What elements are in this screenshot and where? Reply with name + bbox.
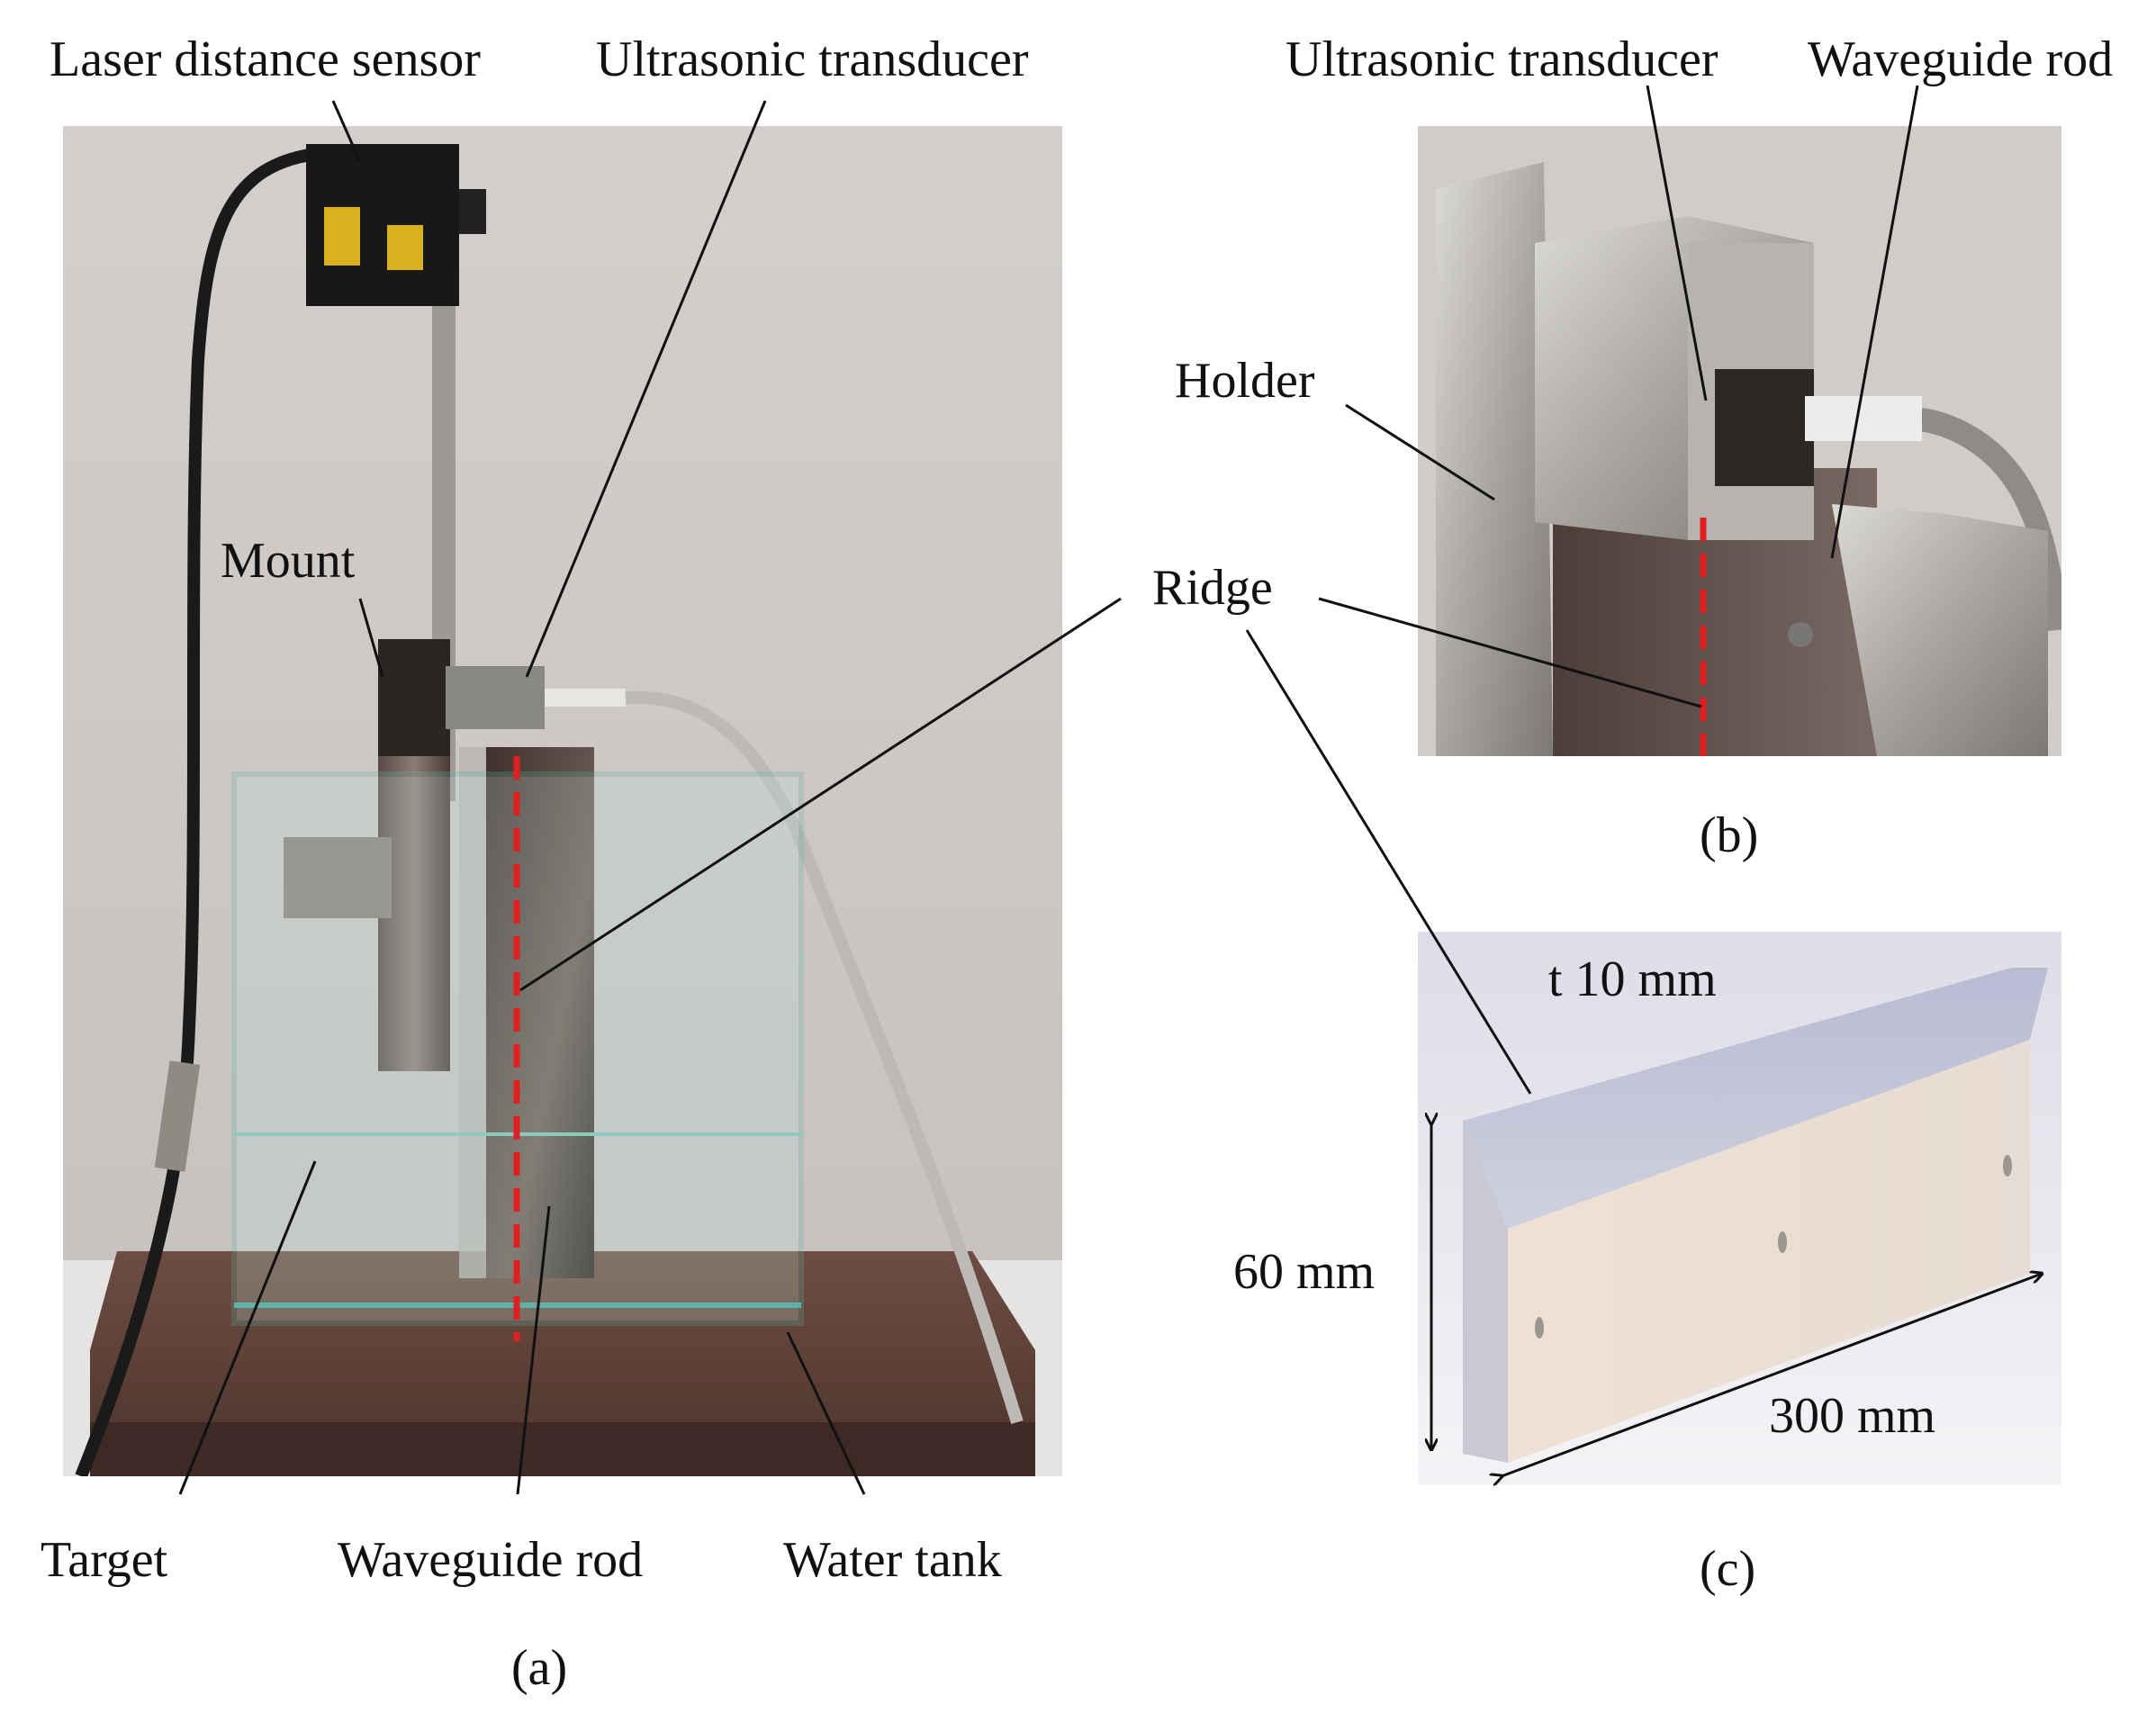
leader-laser-sensor (331, 100, 362, 163)
leader-ridge-b (1318, 597, 1702, 708)
leader-mount (358, 598, 384, 678)
label-target: Target (41, 1532, 168, 1588)
panel-label-a: (a) (511, 1640, 568, 1696)
label-waveguide-rod-b: Waveguide rod (1808, 32, 2114, 87)
leader-ridge-a (519, 597, 1122, 992)
photo-panel-b (1418, 126, 2061, 756)
label-length: 300 mm (1769, 1388, 1936, 1444)
label-waveguide-rod-a: Waveguide rod (338, 1532, 644, 1588)
panel-label-c: (c) (1700, 1541, 1756, 1597)
leader-holder (1345, 403, 1495, 501)
dimension-arrow-length (1502, 1274, 2042, 1476)
label-water-tank: Water tank (783, 1532, 1002, 1588)
label-thickness: t 10 mm (1548, 951, 1717, 1007)
leader-transducer-a (525, 100, 767, 678)
label-ultrasonic-transducer-a: Ultrasonic transducer (596, 32, 1029, 87)
label-holder: Holder (1175, 353, 1315, 409)
leader-ridge-c (1245, 629, 1532, 1095)
label-ultrasonic-transducer-b: Ultrasonic transducer (1285, 32, 1718, 87)
label-mount: Mount (221, 533, 356, 589)
label-ridge: Ridge (1152, 560, 1273, 616)
leader-waveguide-a (516, 1205, 551, 1495)
leader-transducer-b (1646, 85, 1708, 401)
label-laser-distance-sensor: Laser distance sensor (50, 32, 481, 87)
leader-target (178, 1160, 317, 1495)
leader-waveguide-b (1830, 85, 1919, 559)
photo-b-drawing (1418, 126, 2061, 756)
label-height: 60 mm (1233, 1244, 1376, 1300)
panel-label-b: (b) (1700, 807, 1759, 863)
leader-water-tank (786, 1331, 866, 1495)
